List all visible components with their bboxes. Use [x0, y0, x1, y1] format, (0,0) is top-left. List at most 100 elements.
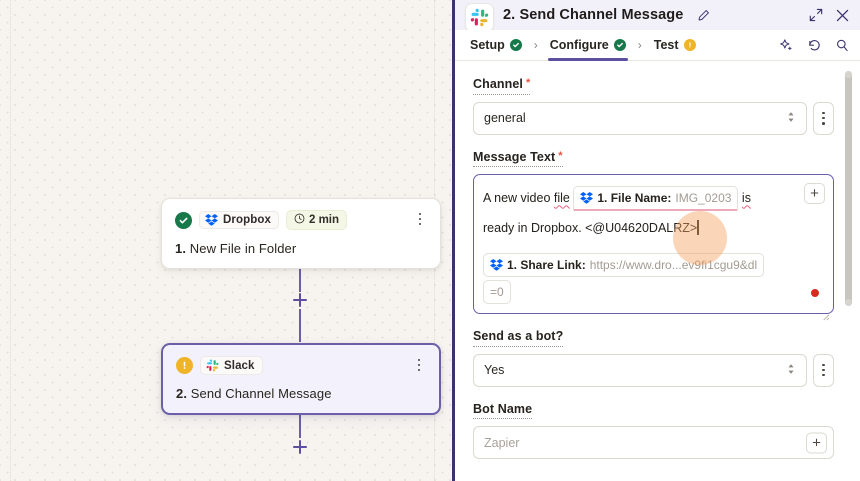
token-file-name[interactable]: 1. File Name: IMG_0203 — [573, 186, 739, 212]
chevron-updown-icon — [786, 362, 796, 379]
node-title: 1. New File in Folder — [175, 241, 427, 256]
message-line-3: 1. Share Link: https://www.dro...ev9fi1c… — [483, 249, 824, 279]
field-bot-name: Bot Name Zapier + — [473, 400, 834, 460]
message-static-text: A new video — [483, 191, 554, 206]
field-label-text: Send as a bot? — [473, 328, 564, 343]
undo-refresh-icon[interactable] — [807, 38, 822, 53]
tab-label: Setup — [470, 38, 505, 52]
field-label-text: Bot Name — [473, 401, 533, 416]
field-label: Bot Name — [473, 401, 533, 420]
connector-line-2 — [299, 408, 301, 438]
chevron-right-icon: › — [637, 38, 642, 52]
node-number: 1. — [175, 241, 187, 256]
channel-options-button[interactable] — [813, 101, 834, 135]
message-line-2: ready in Dropbox. <@U04620DALRZ> — [483, 213, 824, 243]
field-label: Message Text* — [473, 150, 563, 168]
token-label: 1. Share Link: — [507, 257, 586, 272]
config-form: Channel* general Message Text* — [455, 61, 860, 481]
dropbox-icon — [580, 192, 594, 205]
check-circle-icon — [613, 39, 626, 51]
kebab-menu-icon[interactable] — [412, 357, 426, 373]
tab-label: Configure — [549, 38, 609, 52]
node-title: 2. Send Channel Message — [176, 386, 426, 401]
field-row: Yes — [473, 353, 834, 387]
search-icon[interactable] — [835, 38, 850, 53]
node-header: Slack — [176, 356, 426, 375]
tab-test[interactable]: Test — [647, 30, 703, 61]
close-x-icon[interactable] — [835, 8, 850, 23]
plus-icon[interactable]: + — [806, 432, 827, 454]
misspelled-word: file — [553, 191, 570, 206]
node-number: 2. — [176, 386, 188, 401]
panel-title-text: Send Channel Message — [519, 7, 684, 23]
connector-line-1a — [299, 259, 301, 292]
tab-label: Test — [653, 38, 679, 52]
dropbox-icon — [205, 214, 218, 226]
clock-icon — [294, 213, 305, 227]
message-static-text-3: ready in Dropbox. <@U04620DALRZ> — [483, 221, 698, 236]
kebab-menu-icon[interactable] — [413, 211, 427, 227]
step-config-panel: 2. Send Channel Message Set — [452, 0, 860, 481]
send-as-bot-value: Yes — [484, 363, 505, 378]
check-circle-icon — [175, 211, 192, 229]
field-label: Channel* — [473, 77, 531, 95]
message-line-4: =0 — [483, 279, 824, 304]
required-marker: * — [558, 149, 563, 162]
workflow-canvas[interactable]: Dropbox 2 min 1. New File in Folder — [0, 0, 452, 481]
token-value: IMG_0203 — [675, 191, 732, 206]
field-row: general — [473, 101, 834, 135]
ai-sparkle-icon[interactable] — [779, 38, 794, 53]
panel-header-actions — [809, 8, 850, 23]
node-header: Dropbox 2 min — [175, 210, 427, 230]
app-name: Dropbox — [223, 214, 271, 226]
check-circle-icon — [509, 39, 522, 51]
channel-value: general — [484, 111, 526, 126]
add-step-button-2[interactable] — [291, 438, 309, 456]
slack-icon — [465, 2, 494, 32]
token-share-link-overflow[interactable]: =0 — [483, 279, 511, 304]
app-chip-dropbox: Dropbox — [199, 211, 279, 229]
page-title: 2. Send Channel Message — [503, 7, 683, 23]
collapse-arrows-icon[interactable] — [809, 8, 823, 22]
field-label: Send as a bot? — [473, 328, 564, 347]
bot-name-input[interactable]: Zapier + — [473, 426, 834, 460]
plus-icon[interactable]: + — [804, 183, 825, 205]
channel-select[interactable]: general — [473, 101, 807, 135]
token-share-link[interactable]: 1. Share Link: https://www.dro...ev9fi1c… — [483, 252, 765, 277]
tab-configure[interactable]: Configure — [543, 30, 633, 61]
schedule-text: 2 min — [308, 214, 340, 226]
panel-step-number: 2. — [503, 7, 516, 23]
connector-line-1b — [299, 309, 301, 342]
workflow-node-slack[interactable]: Slack 2. Send Channel Message — [161, 343, 441, 415]
required-marker: * — [526, 77, 531, 89]
text-cursor — [697, 220, 699, 236]
warning-circle-icon — [683, 39, 696, 51]
send-as-bot-select[interactable]: Yes — [473, 353, 807, 387]
send-as-bot-options-button[interactable] — [813, 353, 834, 387]
chevron-right-icon: › — [533, 38, 538, 52]
pencil-icon[interactable] — [697, 9, 710, 22]
add-step-button-1[interactable] — [291, 291, 309, 309]
token-label: 1. File Name: — [597, 191, 672, 206]
message-static-text-2: is — [741, 191, 751, 206]
message-line-1: A new video file 1. File Name: IMG_020 — [483, 183, 824, 213]
tab-action-icons — [779, 38, 850, 53]
message-text-editor[interactable]: + A new video file 1. File N — [473, 174, 834, 321]
app-chip-slack: Slack — [200, 356, 263, 375]
step-tabs: Setup › Configure › Test — [455, 30, 860, 61]
field-send-as-bot: Send as a bot? Yes — [473, 327, 834, 387]
field-label-text: Message Text — [473, 149, 556, 164]
field-row: Zapier + — [473, 426, 834, 460]
node-title-text: New File in Folder — [189, 241, 297, 256]
tab-setup[interactable]: Setup — [463, 30, 529, 61]
slack-icon — [206, 359, 219, 372]
red-error-dot — [811, 288, 819, 297]
panel-header: 2. Send Channel Message — [455, 0, 860, 32]
node-title-text: Send Channel Message — [190, 386, 332, 401]
resize-grip-icon[interactable] — [821, 302, 830, 321]
warning-circle-icon — [176, 357, 193, 374]
workflow-node-dropbox[interactable]: Dropbox 2 min 1. New File in Folder — [161, 198, 441, 269]
panel-scrollbar[interactable] — [845, 71, 852, 306]
dropbox-icon — [490, 258, 503, 271]
